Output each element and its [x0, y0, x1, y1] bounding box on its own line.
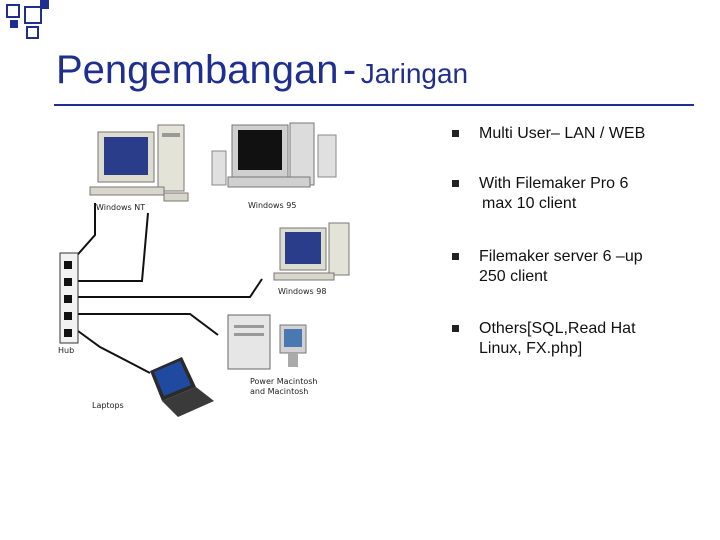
cable-windows-95 — [78, 212, 149, 282]
title-underline — [54, 104, 694, 106]
bullet-text-continued: Linux, FX.php] — [479, 340, 583, 357]
bullet-text-continued: 250 client — [479, 268, 548, 285]
network-diagram: Windows NT Windows 95 Windows 98 Hub Pow… — [50, 115, 430, 430]
corner-square — [6, 4, 20, 18]
slide-title: Pengembangan - Jaringan — [56, 48, 468, 93]
label-power-mac-line1: Power Macintosh — [250, 377, 318, 386]
power-mac-computer — [227, 314, 307, 370]
network-cables — [71, 203, 263, 374]
bullet-item: Others[SQL,Read Hat Linux, FX.php] — [447, 319, 707, 359]
corner-square — [10, 20, 18, 28]
bullet-item: Multi User– LAN / WEB — [447, 124, 707, 174]
bullet-text: Others[SQL,Read Hat — [479, 320, 636, 337]
slide-title-main: Pengembangan — [56, 48, 339, 92]
windows-nt-computer — [89, 124, 189, 202]
bullet-item: Filemaker server 6 –up 250 client — [447, 247, 707, 319]
corner-decoration — [0, 0, 60, 40]
cable-windows-98 — [78, 278, 263, 298]
bullet-text: With Filemaker Pro 6 — [479, 175, 629, 192]
label-hub: Hub — [58, 346, 75, 355]
bullet-square-icon — [452, 325, 459, 332]
bullet-list: Multi User– LAN / WEB With Filemaker Pro… — [447, 124, 707, 359]
bullet-square-icon — [452, 180, 459, 187]
label-windows-95: Windows 95 — [248, 201, 297, 210]
bullet-text-continued: max 10 client — [482, 195, 577, 212]
bullet-text: Filemaker server 6 –up — [479, 248, 643, 265]
label-windows-98: Windows 98 — [278, 287, 327, 296]
label-power-mac-line2: and Macintosh — [250, 387, 309, 396]
laptop-computer — [150, 357, 214, 417]
bullet-item: With Filemaker Pro 6 max 10 client — [447, 174, 707, 247]
label-windows-nt: Windows NT — [96, 203, 146, 212]
label-laptops: Laptops — [92, 401, 124, 410]
cable-laptop — [77, 330, 151, 374]
slide-subtitle: Jaringan — [360, 58, 469, 89]
hub-device — [59, 252, 79, 344]
corner-square — [24, 6, 42, 24]
windows-98-computer — [273, 222, 350, 281]
bullet-square-icon — [452, 130, 459, 137]
corner-square — [26, 26, 39, 39]
cable-mac — [78, 313, 219, 336]
corner-square — [40, 0, 49, 9]
cable-windows-nt — [71, 203, 96, 262]
bullet-text: Multi User– LAN / WEB — [479, 125, 646, 142]
network-diagram-svg — [59, 122, 350, 417]
bullet-square-icon — [452, 253, 459, 260]
windows-95-computer — [211, 122, 337, 188]
slide-title-separator: - — [342, 48, 357, 92]
